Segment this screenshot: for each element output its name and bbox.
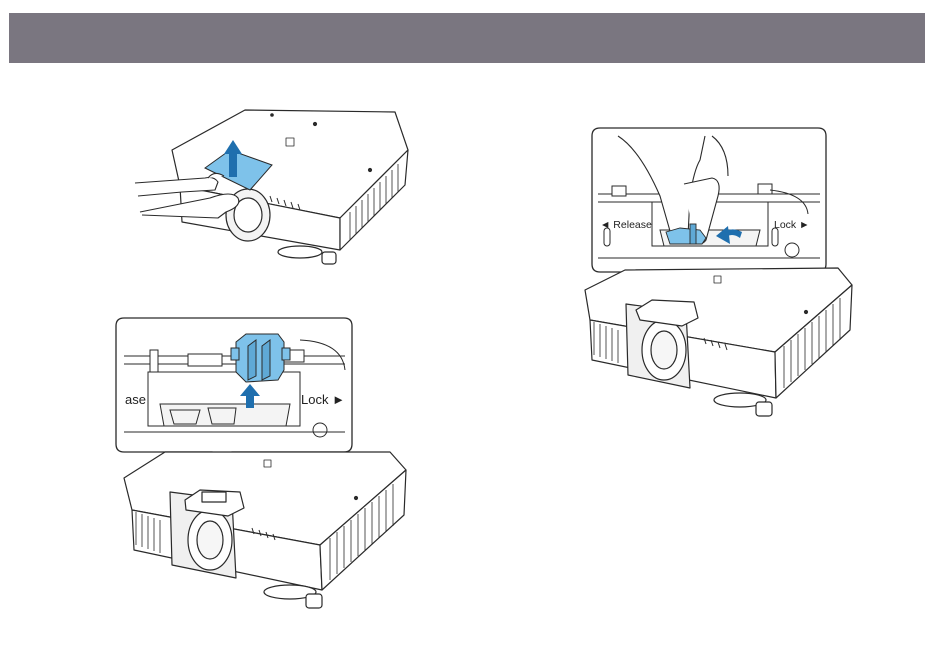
latch-highlight	[231, 334, 290, 382]
lock-label: Lock ►	[774, 219, 810, 231]
projector-step2	[124, 452, 406, 608]
projector-step3	[585, 268, 852, 416]
release-label: ◄ Release	[600, 219, 652, 231]
lock-label: Lock ►	[301, 392, 345, 407]
release-label-partial: ase	[125, 392, 146, 407]
